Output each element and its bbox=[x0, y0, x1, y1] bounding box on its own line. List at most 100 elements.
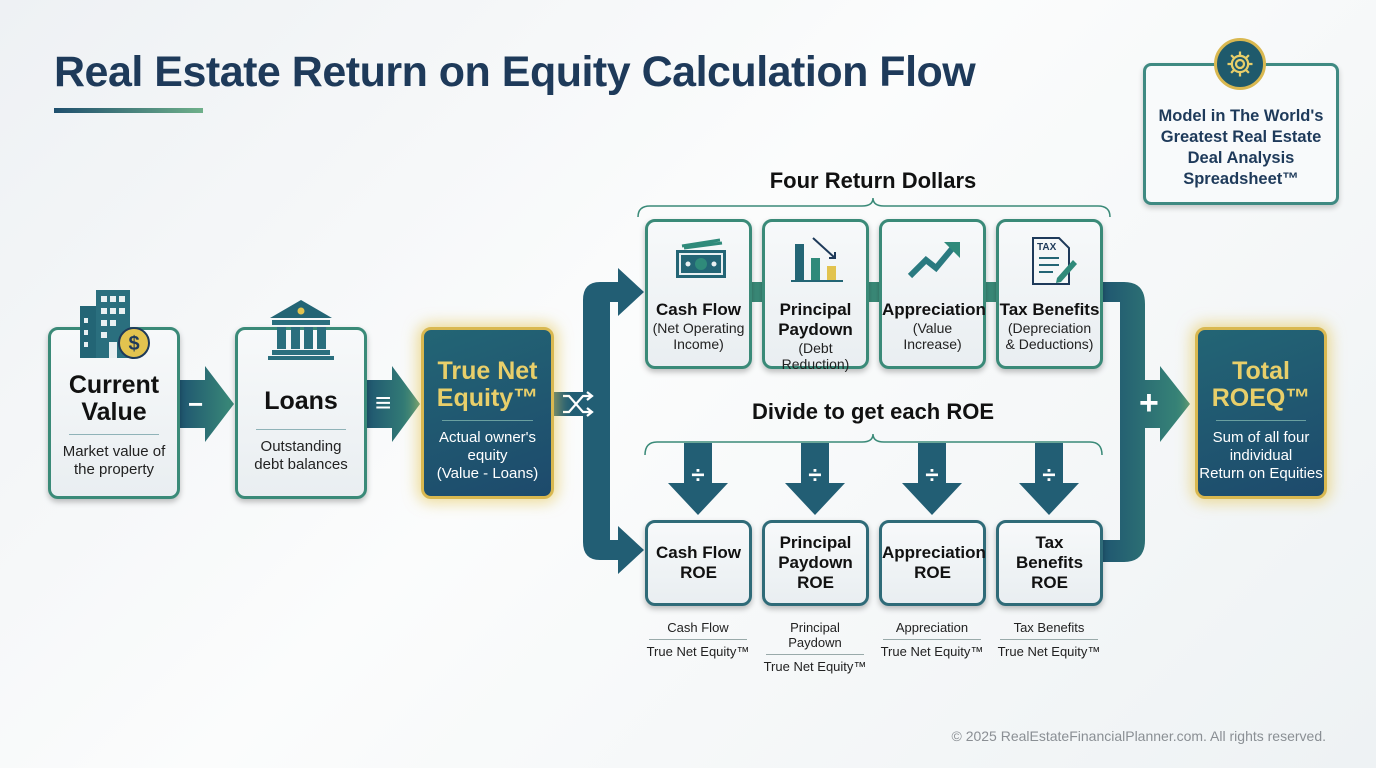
card-desc: equity bbox=[467, 447, 508, 464]
svg-text:$: $ bbox=[128, 333, 139, 355]
divide-icon: ÷ bbox=[808, 462, 822, 489]
svg-text:TAX: TAX bbox=[1037, 242, 1057, 253]
formula-denominator: True Net Equity™ bbox=[763, 659, 867, 674]
roe-title: ROE bbox=[914, 563, 951, 582]
building-dollar-icon: $ bbox=[80, 290, 150, 359]
bar-chart-down-icon bbox=[791, 237, 843, 282]
return-desc: Income) bbox=[673, 336, 724, 352]
roe-title: Benefits bbox=[1015, 553, 1084, 572]
model-line: Greatest Real Estate bbox=[1160, 128, 1322, 146]
roe-title: Appreciation bbox=[882, 543, 986, 562]
card-desc: Outstanding bbox=[260, 438, 342, 455]
plus-operator: + bbox=[1139, 384, 1159, 422]
arrow-equals bbox=[366, 366, 420, 442]
divider bbox=[69, 434, 159, 435]
card-desc: debt balances bbox=[254, 456, 348, 473]
card-title: True Net bbox=[437, 357, 538, 385]
card-desc: the property bbox=[73, 461, 155, 478]
card-desc: Sum of all four bbox=[1212, 429, 1310, 446]
top-connector bbox=[985, 282, 996, 302]
loans-card[interactable]: Loans Outstanding debt balances bbox=[235, 327, 367, 499]
roe-title: Tax bbox=[1035, 533, 1064, 552]
tax-document-icon: TAX bbox=[1032, 237, 1077, 285]
bank-icon bbox=[268, 300, 334, 360]
roe-formula: Principal Paydown True Net Equity™ bbox=[762, 620, 868, 674]
card-desc: Return on Equities bbox=[1199, 465, 1323, 482]
brace-top bbox=[637, 197, 1111, 218]
card-title: Total bbox=[1232, 357, 1290, 385]
formula-numerator: Appreciation bbox=[895, 620, 969, 635]
card-desc: Market value of bbox=[62, 443, 166, 460]
roe-title: ROE bbox=[797, 573, 834, 592]
return-desc: (Value bbox=[912, 320, 953, 336]
divide-arrow bbox=[668, 443, 728, 515]
divide-icon: ÷ bbox=[1042, 462, 1056, 489]
card-desc: individual bbox=[1229, 447, 1293, 464]
card-title: Value bbox=[81, 398, 147, 426]
return-desc: Increase) bbox=[903, 336, 962, 352]
divide-heading: Divide to get each ROE bbox=[751, 399, 995, 424]
brace-divide bbox=[644, 433, 1103, 456]
cash-icon bbox=[676, 238, 726, 278]
copyright: © 2025 RealEstateFinancialPlanner.com. A… bbox=[951, 728, 1326, 744]
fraction-line bbox=[649, 639, 747, 640]
roe-title: Principal bbox=[779, 533, 852, 552]
divide-arrow bbox=[785, 443, 845, 515]
fraction-line bbox=[1000, 639, 1098, 640]
card-desc: (Value - Loans) bbox=[436, 465, 539, 482]
return-title: Principal bbox=[779, 300, 852, 319]
shuffle-icon bbox=[563, 391, 594, 417]
card-desc: Actual owner's bbox=[438, 429, 537, 446]
return-title: Cash Flow bbox=[655, 300, 741, 319]
model-line: Model in The World's bbox=[1158, 107, 1324, 125]
return-desc: & Deductions) bbox=[1005, 336, 1094, 352]
card-title: Current bbox=[68, 371, 160, 399]
model-line: Spreadsheet™ bbox=[1183, 170, 1299, 188]
divide-arrow bbox=[902, 443, 962, 515]
card-title: Equity™ bbox=[436, 384, 539, 412]
roe-formula: Tax Benefits True Net Equity™ bbox=[996, 620, 1102, 659]
top-connector bbox=[751, 282, 762, 302]
top-connector bbox=[868, 282, 879, 302]
roe-title: ROE bbox=[1031, 573, 1068, 592]
divider bbox=[442, 420, 533, 421]
total-roeq-card[interactable]: Total ROEQ™ Sum of all four individual R… bbox=[1195, 327, 1327, 499]
formula-denominator: True Net Equity™ bbox=[646, 644, 750, 659]
roe-formula: Cash Flow True Net Equity™ bbox=[645, 620, 751, 659]
trend-up-icon bbox=[907, 242, 960, 279]
formula-denominator: True Net Equity™ bbox=[997, 644, 1101, 659]
divide-icon: ÷ bbox=[925, 462, 939, 489]
formula-numerator: Principal Paydown bbox=[788, 620, 842, 650]
divide-icon: ÷ bbox=[691, 462, 705, 489]
card-title: Loans bbox=[264, 387, 338, 415]
return-title: Appreciation bbox=[882, 300, 986, 319]
formula-numerator: Tax Benefits bbox=[1013, 620, 1085, 635]
return-desc: (Debt Reduction) bbox=[781, 340, 850, 372]
page-title: Real Estate Return on Equity Calculation… bbox=[54, 48, 976, 96]
return-title: Paydown bbox=[778, 320, 853, 339]
roe-title: ROE bbox=[680, 563, 717, 582]
return-card-3[interactable]: TAX Tax Benefits (Depreciation& Deductio… bbox=[996, 219, 1103, 369]
formula-numerator: Cash Flow bbox=[667, 620, 729, 635]
true-net-equity-card[interactable]: True Net Equity™ Actual owner's equity (… bbox=[421, 327, 554, 499]
arrow-minus bbox=[180, 366, 234, 442]
roe-formula: Appreciation True Net Equity™ bbox=[879, 620, 985, 659]
equals-operator: ≡ bbox=[375, 387, 392, 418]
divider bbox=[256, 429, 346, 430]
merge-bracket bbox=[1102, 282, 1190, 562]
fraction-line bbox=[883, 639, 981, 640]
four-return-heading: Four Return Dollars bbox=[769, 168, 977, 193]
divide-arrow bbox=[1019, 443, 1079, 515]
roe-title: Cash Flow bbox=[655, 543, 741, 562]
title-underline bbox=[54, 108, 203, 113]
split-bracket bbox=[553, 268, 644, 574]
current-value-card[interactable]: Current Value Market value of the proper… bbox=[48, 327, 180, 499]
